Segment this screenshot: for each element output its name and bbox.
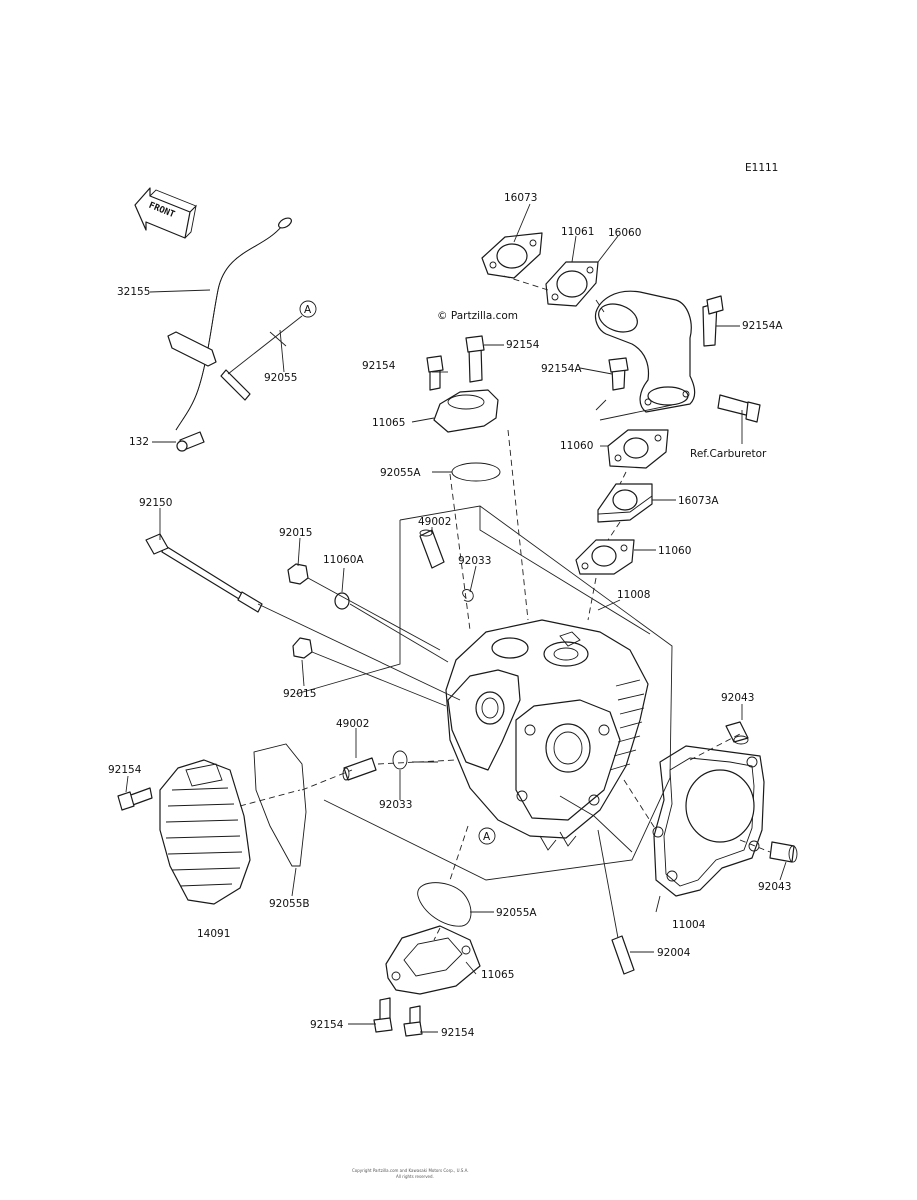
label-92055b: 92055B (269, 898, 310, 910)
label-92150: 92150 (139, 497, 172, 509)
gasket-11060-part (607, 429, 669, 469)
head-cover-part (159, 759, 251, 905)
label-92015-top: 92015 (279, 527, 312, 539)
valve-guide-bottom-part (342, 757, 377, 781)
label-92154-bl: 92154 (310, 1019, 344, 1031)
bolt-icon (702, 295, 724, 347)
svg-text:A: A (304, 304, 312, 316)
bolt-icon (426, 355, 444, 391)
cylinder-gasket-part (652, 745, 765, 897)
label-92055a-bottom: 92055A (496, 907, 537, 919)
bolt-icon (117, 787, 153, 811)
watermark: © Partzilla.com (437, 310, 518, 322)
label-11060-mid: 11060 (658, 545, 691, 557)
stud-92004-part (611, 935, 635, 975)
cylinder-head-part (445, 619, 649, 851)
dowel-pin-bottom-part (769, 841, 798, 863)
label-92033-top: 92033 (458, 555, 491, 567)
label-92043-top: 92043 (721, 692, 754, 704)
label-92154-left: 92154 (108, 764, 142, 776)
label-11060-top: 11060 (560, 440, 593, 452)
svg-text:A: A (483, 831, 491, 843)
cover-gasket-part (253, 743, 307, 867)
label-92015-bottom: 92015 (283, 688, 316, 700)
label-92033-bottom: 92033 (379, 799, 412, 811)
part-labels: 16073 11061 16060 92154A 92154 92154 921… (108, 192, 791, 1039)
bolt-icon (608, 357, 629, 391)
reference-lines (239, 275, 771, 941)
label-11065-top: 11065 (372, 417, 405, 429)
label-92154-b: 92154 (506, 339, 540, 351)
label-16073a: 16073A (678, 495, 719, 507)
label-11008: 11008 (617, 589, 650, 601)
bolt-icon (373, 997, 393, 1033)
insulator-gasket-part (481, 232, 599, 307)
label-132: 132 (129, 436, 149, 448)
nut-92015-bottom-part (292, 637, 313, 659)
gasket-11060-lower-part (575, 539, 635, 575)
label-11060a: 11060A (323, 554, 364, 566)
o-ring-top-part (451, 462, 501, 482)
valve-guide-top-part (419, 529, 445, 569)
label-ref-carburetor: Ref.Carburetor (690, 448, 767, 460)
label-92154-br: 92154 (441, 1027, 475, 1039)
tensioner-cover-top-part (433, 389, 499, 433)
bolt-icon (403, 1005, 423, 1037)
front-arrow-icon: FRONT (134, 187, 197, 239)
tensioner-cover-bottom-part (385, 925, 481, 995)
footer-copyright-line1: Copyright Partzilla.com and Kawasaki Mot… (352, 1168, 469, 1173)
label-32155: 32155 (117, 286, 150, 298)
dowel-pin-top-part (725, 721, 749, 745)
bolt-icon (465, 335, 485, 383)
washer-11060a-part (334, 592, 350, 610)
clip-92033-bottom-part (392, 750, 408, 770)
leader-lines (125, 203, 787, 1033)
label-11065-bottom: 11065 (481, 969, 514, 981)
label-49002-bottom: 49002 (336, 718, 369, 730)
label-92154-a: 92154 (362, 360, 396, 372)
label-92154a-right: 92154A (742, 320, 783, 332)
bolt-icon (717, 394, 761, 423)
callout-a-bottom: A (269, 331, 496, 845)
nut-92015-top-part (287, 563, 309, 585)
callout-a-top: A (227, 300, 317, 375)
label-92055a-top: 92055A (380, 467, 421, 479)
label-11061: 11061 (561, 226, 594, 238)
insulator-16073a-part (597, 483, 653, 523)
footer-copyright-line2: All rights reserved. (396, 1174, 434, 1179)
label-16060: 16060 (608, 227, 641, 239)
label-92043-bottom: 92043 (758, 881, 791, 893)
label-11004: 11004 (672, 919, 706, 931)
label-14091: 14091 (197, 928, 230, 940)
label-92004: 92004 (657, 947, 691, 959)
label-92055: 92055 (264, 372, 297, 384)
clip-92033-top-part (462, 589, 474, 602)
intake-pipe-part (594, 290, 696, 413)
breather-hose-part (167, 217, 292, 452)
o-ring-bottom-part (417, 882, 472, 927)
label-92154a-mid: 92154A (541, 363, 582, 375)
diagram-code: E1111 (745, 162, 778, 174)
stud-bolt-part (145, 533, 263, 613)
label-49002-top: 49002 (418, 516, 451, 528)
label-16073: 16073 (504, 192, 537, 204)
